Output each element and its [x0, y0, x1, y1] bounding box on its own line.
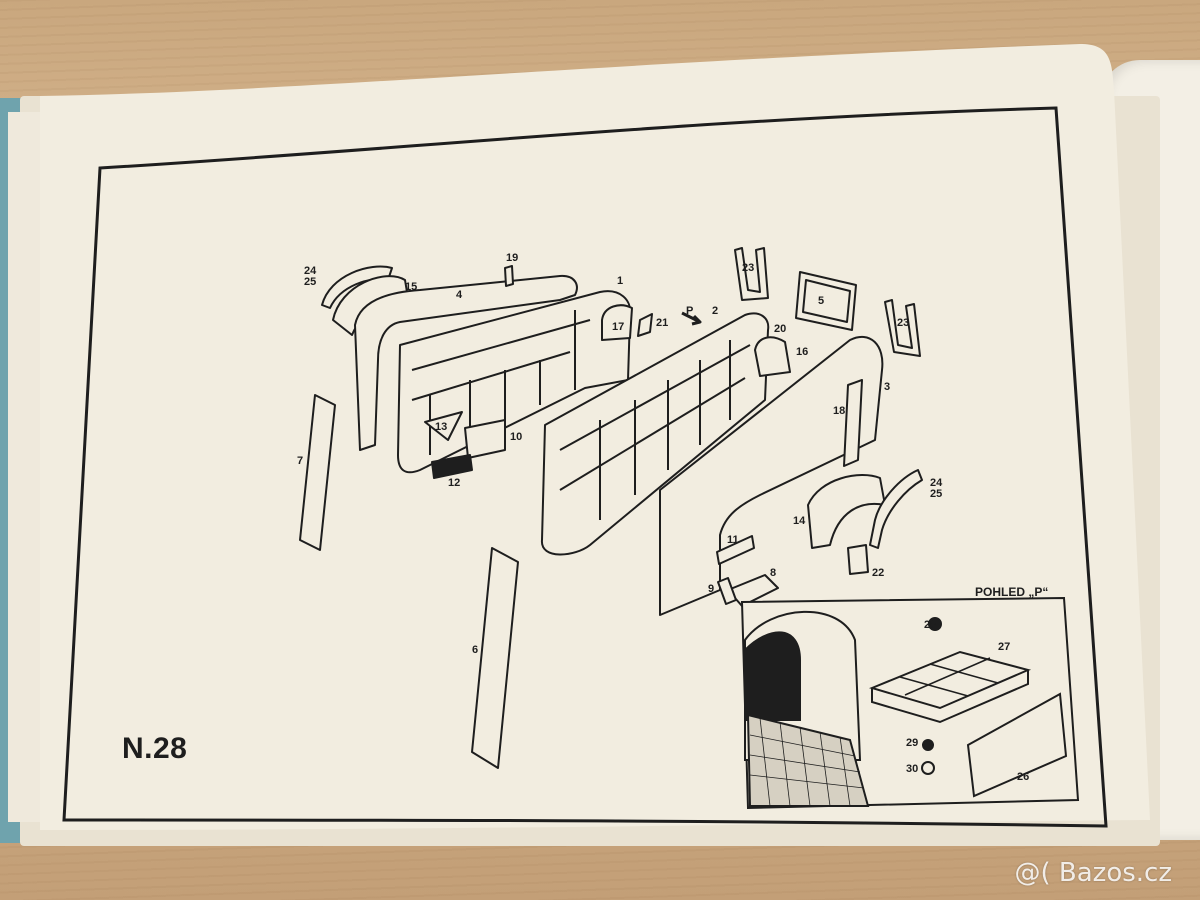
callout-7: 7 — [297, 455, 304, 467]
callout-2: 2 — [712, 305, 719, 317]
part-10-box — [464, 419, 506, 459]
part-12-floor-plate — [431, 454, 473, 479]
callout-6: 6 — [472, 644, 479, 656]
callout-29: 29 — [906, 737, 919, 749]
printed-frame — [62, 106, 1108, 828]
part-1-inner-frame — [397, 290, 632, 474]
page-number-label: N.28 — [122, 732, 188, 765]
watermark: @( Bazos.cz — [1014, 858, 1173, 888]
callout-p-marker: P — [686, 305, 694, 317]
part-18-strip — [843, 379, 863, 467]
callout-11: 11 — [727, 534, 739, 546]
part-23-handle-right — [884, 299, 921, 357]
callout-14: 14 — [793, 515, 806, 527]
binder-spine-pages — [8, 112, 46, 822]
part-8-plate — [727, 574, 779, 607]
callout-22: 22 — [872, 567, 885, 579]
callout-1: 1 — [617, 275, 624, 287]
part-11-bracket — [716, 535, 755, 565]
part-3-outer-panel — [659, 335, 884, 616]
part-13-triangle — [424, 411, 463, 441]
callout-9: 9 — [708, 583, 715, 595]
part-7-panel — [299, 394, 336, 551]
callout-8: 8 — [770, 567, 777, 579]
callout-10: 10 — [510, 431, 523, 443]
callout-24-25-left: 24 25 — [304, 265, 317, 288]
part-17-piece — [601, 304, 633, 341]
callout-19: 19 — [506, 252, 519, 264]
callout-17: 17 — [612, 321, 625, 333]
callout-23-left: 23 — [742, 262, 755, 274]
part-5-window — [795, 271, 857, 331]
part-6-panel — [471, 547, 519, 769]
callout-30: 30 — [906, 763, 919, 775]
callout-5: 5 — [818, 295, 825, 307]
part-2-inner-frame — [540, 312, 770, 556]
callout-15: 15 — [405, 281, 418, 293]
callout-3: 3 — [884, 381, 891, 393]
part-24-25-left-rail — [321, 265, 393, 309]
part-22-plate — [847, 544, 869, 575]
inset-view-label: POHLED „P“ — [975, 585, 1049, 599]
callout-4: 4 — [456, 289, 463, 301]
part-4-side-panel — [354, 274, 578, 451]
callout-28: 28 — [924, 619, 937, 631]
direction-arrow — [681, 311, 702, 326]
part-20-piece — [754, 336, 791, 377]
callout-24-25-right: 24 25 — [930, 477, 943, 500]
part-19-strip — [504, 265, 514, 287]
callout-21: 21 — [656, 317, 669, 329]
callout-18: 18 — [833, 405, 846, 417]
callout-23-right: 23 — [897, 317, 910, 329]
callout-13: 13 — [435, 421, 448, 433]
callout-26: 26 — [1017, 771, 1030, 783]
callout-27: 27 — [998, 641, 1011, 653]
callout-16: 16 — [796, 346, 809, 358]
callout-20: 20 — [774, 323, 787, 335]
part-23-handle-left — [734, 247, 769, 301]
part-24-25-right-rail — [869, 469, 923, 549]
inset-view — [740, 596, 1080, 810]
part-21-plate — [637, 313, 653, 337]
part-9-hinge — [717, 577, 737, 605]
callout-12: 12 — [448, 477, 461, 489]
